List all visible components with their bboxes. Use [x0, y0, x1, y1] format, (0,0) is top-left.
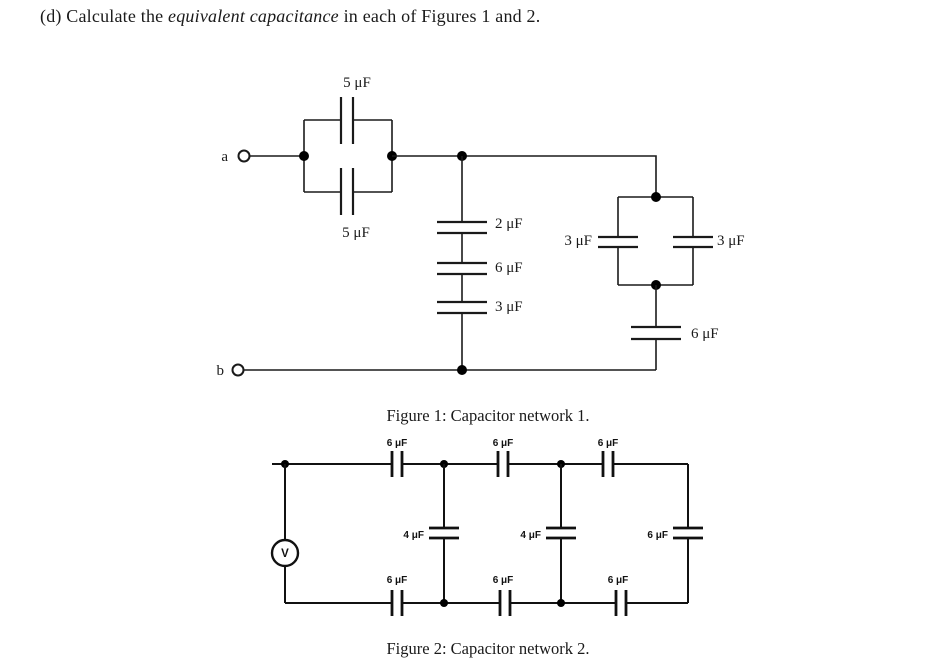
capacitor-6uF-top3-plates	[601, 451, 615, 477]
capacitor-4uF-1-plates	[429, 526, 459, 540]
capacitor-6uF-mid-label: 6 μF	[647, 530, 668, 541]
capacitor-6uF-mid-plates	[673, 526, 703, 540]
junction-node	[440, 599, 448, 607]
problem-statement-prefix: (d) Calculate the	[40, 6, 169, 26]
capacitor-5uF-bottom-label: 5 μF	[342, 225, 370, 241]
junction-node	[651, 192, 661, 202]
capacitor-3uF-series-label: 3 μF	[495, 299, 523, 315]
capacitor-6uF-top3-label: 6 μF	[598, 438, 619, 449]
terminal-a-label: a	[221, 149, 228, 165]
figure2-caption: Figure 2: Capacitor network 2.	[386, 639, 590, 658]
terminal-b-circle	[231, 363, 245, 377]
voltage-source-label: V	[281, 548, 289, 560]
capacitor-6uF-bottom2-plates	[498, 590, 512, 616]
capacitor-6uF-right-plates	[631, 325, 681, 341]
capacitor-5uF-top-plates	[339, 97, 355, 144]
capacitor-6uF-bottom1-label: 6 μF	[387, 575, 408, 586]
capacitor-6uF-bottom3-label: 6 μF	[608, 575, 629, 586]
capacitor-6uF-right-label: 6 μF	[691, 326, 719, 342]
capacitor-2uF-plates	[437, 220, 487, 235]
capacitor-6uF-top2-plates	[496, 451, 510, 477]
problem-statement-emphasis: equivalent capacitance	[168, 6, 339, 26]
figure2-circuit: V 6 μF 6 μF 6 μF 4 μF 4 μF 6 μF 6 μF 6 μ…	[270, 438, 703, 616]
capacitor-6uF-bottom2-label: 6 μF	[493, 575, 514, 586]
capacitor-3uF-series-plates	[437, 300, 487, 315]
junction-node	[299, 151, 309, 161]
capacitor-3uF-right-label: 3 μF	[717, 233, 745, 249]
junction-node	[557, 599, 565, 607]
capacitor-3uF-left-plates	[598, 235, 638, 249]
capacitor-4uF-1-label: 4 μF	[403, 530, 424, 541]
capacitor-5uF-bottom-plates	[339, 168, 355, 215]
wire-top-bus	[392, 155, 657, 197]
problem-statement: (d) Calculate the equivalent capacitance…	[40, 6, 540, 27]
capacitor-6uF-bottom3-plates	[614, 590, 628, 616]
capacitor-5uF-top-label: 5 μF	[343, 75, 371, 91]
capacitor-6uF-top2-label: 6 μF	[493, 438, 514, 449]
capacitor-6uF-top1-label: 6 μF	[387, 438, 408, 449]
capacitor-2uF-label: 2 μF	[495, 216, 523, 232]
junction-node	[457, 365, 467, 375]
capacitor-3uF-left-label: 3 μF	[564, 233, 592, 249]
capacitor-6uF-series-plates	[437, 261, 487, 276]
capacitor-3uF-right-plates	[673, 235, 713, 249]
capacitor-4uF-2-plates	[546, 526, 576, 540]
terminal-b-label: b	[217, 363, 225, 379]
problem-statement-suffix: in each of Figures 1 and 2.	[338, 6, 541, 26]
capacitor-4uF-2-label: 4 μF	[520, 530, 541, 541]
capacitor-6uF-top1-plates	[390, 451, 404, 477]
capacitor-6uF-bottom1-plates	[390, 590, 404, 616]
figure1-caption: Figure 1: Capacitor network 1.	[386, 406, 590, 425]
capacitor-6uF-series-label: 6 μF	[495, 260, 523, 276]
terminal-a-circle	[237, 149, 251, 163]
figure1-circuit: a b 5 μF 5 μF 2 μF 6 μF 3 μF 3 μF 3 μF 6…	[217, 75, 745, 379]
